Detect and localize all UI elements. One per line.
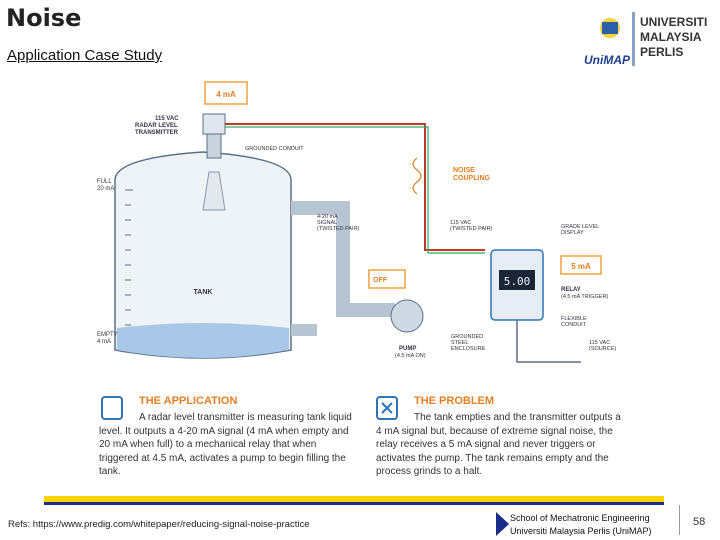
grounded-conduit-label: GROUNDED CONDUIT xyxy=(245,146,304,152)
application-line: 20 mA when full) to a mechanical relay t… xyxy=(99,439,317,450)
full-label-1: FULL xyxy=(97,179,112,185)
grounded-steel-label-2: STEEL xyxy=(451,340,468,346)
noise-wave-icon xyxy=(412,157,422,195)
logo-text-perlis: PERLIS xyxy=(640,45,683,59)
grounded-steel-label-1: GROUNDED xyxy=(451,334,483,340)
grounded-steel-label-3: ENCLOSURE xyxy=(451,346,486,352)
footer-bar xyxy=(44,496,664,502)
application-text: A radar level transmitter is measuring t… xyxy=(139,411,352,425)
pump-icon xyxy=(390,299,424,333)
empty-label-1: EMPTY xyxy=(97,332,118,338)
logo-text-malaysia: MALAYSIA xyxy=(640,30,702,44)
empty-label-2: 4 mA xyxy=(97,339,111,345)
logo-brand: UniMAP xyxy=(584,53,631,67)
transmitter-label-3: TRANSMITTER xyxy=(135,130,179,136)
radar-transmitter xyxy=(202,113,226,135)
relay-signal: 5 mA xyxy=(571,262,591,271)
pump-label-1: PUMP xyxy=(399,346,416,352)
relay-display-value: 5.00 xyxy=(504,275,531,288)
noise-coupling-diagram: TANK FULL 20 mA EMPTY 4 mA 4 mA 115 VAC … xyxy=(97,81,616,363)
school-line-2: Universiti Malaysia Perlis (UniMAP) xyxy=(510,526,652,536)
application-title: THE APPLICATION xyxy=(139,395,238,407)
transmitter-label-2: RADAR LEVEL xyxy=(135,123,178,129)
problem-line: process grinds to a halt. xyxy=(376,466,483,477)
off-label: OFF xyxy=(373,277,388,284)
application-panel: THE APPLICATION A radar level transmitte… xyxy=(97,390,367,485)
relay-label-1: RELAY xyxy=(561,287,581,293)
signal-wire xyxy=(225,123,485,251)
footer-arrow-icon xyxy=(496,512,509,536)
signal-pair-label-1: 4-20 mA xyxy=(317,214,338,220)
full-label-2: 20 mA xyxy=(97,186,114,192)
noise-coupling-label-2: COUPLING xyxy=(453,175,491,182)
slide-subtitle: Application Case Study xyxy=(7,47,163,64)
school-line-1: School of Mechatronic Engineering xyxy=(510,513,650,523)
power-pair-label-2: (TWISTED PAIR) xyxy=(450,226,493,232)
problem-line: activates the pump. The tank remains emp… xyxy=(376,452,609,464)
power-pair-label-1: 115 VAC xyxy=(450,220,471,226)
grade-level-label-1: GRADE LEVEL xyxy=(561,224,599,230)
tank-liquid xyxy=(117,323,289,358)
gauge-icon xyxy=(101,396,123,420)
application-line: triggered at 4.5 mA, activates a pump to… xyxy=(99,452,346,464)
tank-label: TANK xyxy=(194,289,213,296)
relay-label-2: (4.5 mA TRIGGER) xyxy=(561,294,608,300)
application-text-wrap: level. It outputs a 4-20 mA signal (4 mA… xyxy=(99,425,349,479)
problem-line: 4 mA signal but, because of extreme sign… xyxy=(376,425,613,437)
problem-line: relay receives a 5 mA signal and never t… xyxy=(376,439,596,450)
flexible-conduit-label-1: FLEXIBLE xyxy=(561,316,587,322)
source-label-2: (SOURCE) xyxy=(589,346,616,352)
pump-label-2: (4.5 mA ON) xyxy=(395,353,426,359)
grade-level-label-2: DISPLAY xyxy=(561,230,584,236)
source-label-1: 115 VAC xyxy=(589,340,610,346)
footer-bar-accent xyxy=(44,502,664,505)
transmitter-signal-box xyxy=(204,81,248,105)
power-cable xyxy=(516,320,581,363)
transmitter-label-1: 115 VAC xyxy=(155,116,179,122)
problem-text-wrap: 4 mA signal but, because of extreme sign… xyxy=(376,425,613,479)
problem-line: The tank empties and the transmitter out… xyxy=(414,412,621,423)
problem-panel: THE PROBLEM The tank empties and the tra… xyxy=(374,390,644,485)
slide-title: Noise xyxy=(6,4,82,32)
page-number: 58 xyxy=(693,516,706,528)
application-line: level. It outputs a 4-20 mA signal (4 mA… xyxy=(99,425,349,437)
noise-coupling-label-1: NOISE xyxy=(453,167,475,174)
radar-beam xyxy=(202,171,226,211)
close-icon xyxy=(376,396,398,420)
page-number-box: 58 xyxy=(679,505,718,535)
inlet-pipe xyxy=(291,201,395,317)
application-line: A radar level transmitter is measuring t… xyxy=(139,412,352,423)
signal-pair-label-3: (TWISTED PAIR) xyxy=(317,226,360,232)
application-line: tank. xyxy=(99,466,121,477)
relay-display xyxy=(499,270,535,290)
school-name: School of Mechatronic Engineering Univer… xyxy=(510,512,652,538)
flexible-conduit-label-2: CONDUIT xyxy=(561,322,587,328)
logo-text-universiti: UNIVERSITI xyxy=(640,15,707,29)
relay-signal-box xyxy=(560,255,602,275)
references: Refs: https://www.predig.com/whitepaper/… xyxy=(8,519,310,530)
transmitter-signal: 4 mA xyxy=(216,90,236,99)
unimap-logo: UNIVERSITI MALAYSIA PERLIS UniMAP xyxy=(584,12,707,67)
problem-title: THE PROBLEM xyxy=(414,395,495,407)
problem-text: The tank empties and the transmitter out… xyxy=(414,411,621,425)
signal-pair-label-2: SIGNAL xyxy=(317,220,337,226)
